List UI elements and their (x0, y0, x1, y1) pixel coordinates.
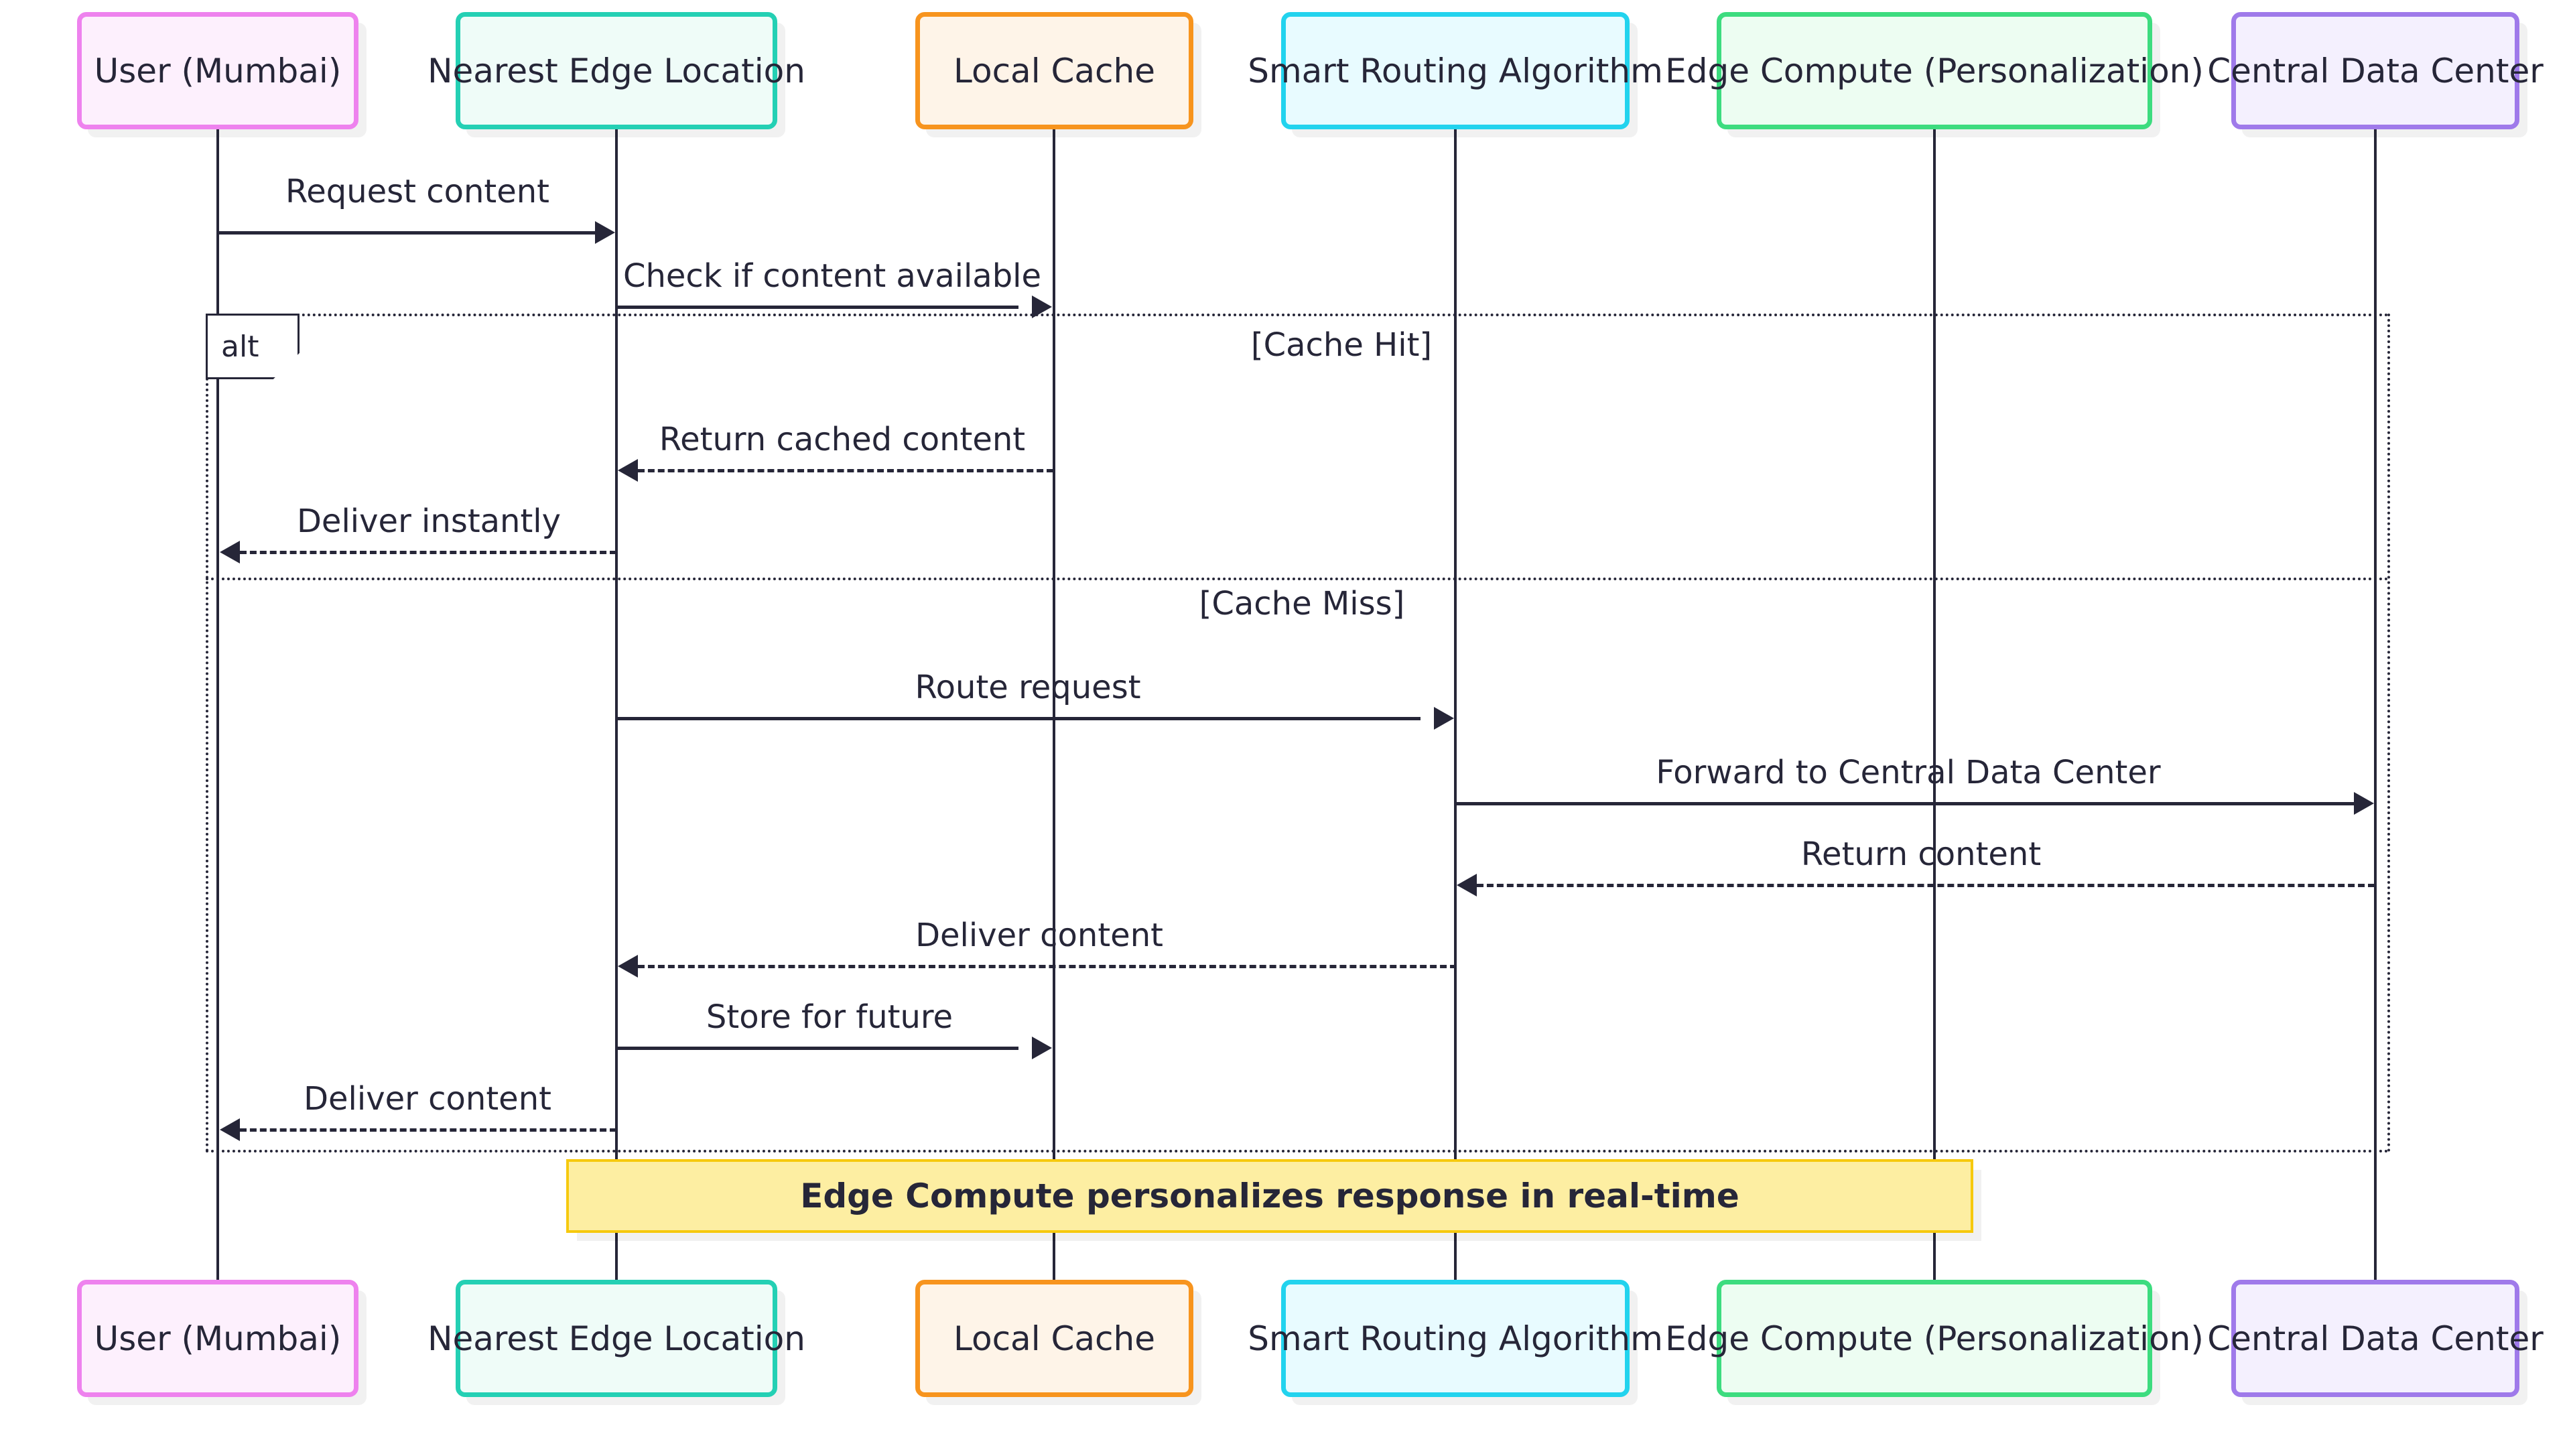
note-text: Edge Compute personalizes response in re… (800, 1177, 1739, 1215)
message-line-request-content (218, 231, 601, 235)
actor-label: Local Cache (953, 51, 1155, 90)
alt-condition-cache-hit: [Cache Hit] (1250, 326, 1433, 364)
actor-box-bottom-user[interactable]: User (Mumbai) (77, 1280, 358, 1397)
actor-box-top-datacenter[interactable]: Central Data Center (2207, 12, 2544, 129)
actor-box-bottom-edge[interactable]: Nearest Edge Location (427, 1280, 805, 1397)
actor-label: Nearest Edge Location (427, 1319, 805, 1358)
message-arrow-store-for-future (1032, 1037, 1052, 1059)
actor-box-bottom-compute[interactable]: Edge Compute (Personalization) (1665, 1280, 2204, 1397)
message-arrow-deliver-instantly (220, 541, 240, 564)
lifeline-edge (615, 129, 618, 1280)
actor-label: Central Data Center (2207, 51, 2544, 90)
actor-box-top-router[interactable]: Smart Routing Algorithm (1248, 12, 1663, 129)
actor-label: Smart Routing Algorithm (1248, 1319, 1663, 1358)
message-line-deliver-instantly (240, 551, 616, 554)
lifeline-cache (1053, 129, 1055, 1280)
message-label-store-for-future: Store for future (706, 998, 953, 1036)
message-arrow-forward-to-datacenter (2354, 792, 2374, 815)
alt-fragment-tag: alt (206, 314, 300, 379)
message-arrow-return-content (1457, 874, 1477, 897)
message-arrow-request-content (595, 221, 615, 244)
actor-label: User (Mumbai) (94, 1319, 342, 1358)
actor-label: User (Mumbai) (94, 51, 342, 90)
message-line-deliver-content-router (638, 965, 1457, 968)
message-label-route-request: Route request (915, 669, 1141, 706)
message-label-deliver-instantly: Deliver instantly (296, 503, 562, 540)
actor-label: Edge Compute (Personalization) (1665, 1319, 2204, 1358)
message-line-return-cached-content (638, 469, 1053, 472)
message-arrow-route-request (1434, 707, 1454, 730)
actor-label: Nearest Edge Location (427, 51, 805, 90)
message-label-deliver-content-edge: Deliver content (304, 1080, 551, 1118)
alt-condition-cache-miss: [Cache Miss] (1199, 585, 1405, 622)
actor-box-bottom-datacenter[interactable]: Central Data Center (2207, 1280, 2544, 1397)
actor-box-bottom-router[interactable]: Smart Routing Algorithm (1248, 1280, 1663, 1397)
note-edge-compute-personalization: Edge Compute personalizes response in re… (566, 1159, 1973, 1233)
message-line-store-for-future (616, 1047, 1018, 1050)
actor-label: Central Data Center (2207, 1319, 2544, 1358)
alt-else-divider (206, 578, 2390, 580)
actor-box-top-edge[interactable]: Nearest Edge Location (427, 12, 805, 129)
lifeline-datacenter (2374, 129, 2377, 1280)
message-line-deliver-content-edge (240, 1128, 616, 1132)
lifeline-user (216, 129, 219, 1280)
alt-fragment-tag-label: alt (221, 329, 259, 364)
message-label-return-content: Return content (1800, 836, 2042, 873)
alt-fragment-box (206, 314, 2390, 1152)
message-line-check-content (616, 306, 1018, 309)
message-line-route-request (616, 717, 1421, 720)
message-arrow-deliver-content-router (618, 955, 638, 978)
lifeline-compute (1933, 129, 1936, 1280)
message-label-return-cached-content: Return cached content (659, 421, 1026, 458)
message-line-return-content (1477, 884, 2375, 887)
actor-box-top-user[interactable]: User (Mumbai) (77, 12, 358, 129)
actor-label: Edge Compute (Personalization) (1665, 51, 2204, 90)
actor-label: Local Cache (953, 1319, 1155, 1358)
actor-box-top-cache[interactable]: Local Cache (915, 12, 1193, 129)
message-label-request-content: Request content (285, 173, 550, 210)
message-line-forward-to-datacenter (1455, 802, 2355, 805)
message-arrow-check-content (1032, 295, 1052, 318)
message-arrow-return-cached-content (618, 459, 638, 482)
message-arrow-deliver-content-edge (220, 1118, 240, 1141)
actor-box-bottom-cache[interactable]: Local Cache (915, 1280, 1193, 1397)
actor-label: Smart Routing Algorithm (1248, 51, 1663, 90)
message-label-check-content: Check if content available (622, 257, 1042, 295)
message-label-deliver-content-router: Deliver content (915, 917, 1163, 954)
message-label-forward-to-datacenter: Forward to Central Data Center (1656, 754, 2161, 791)
lifeline-router (1454, 129, 1457, 1280)
actor-box-top-compute[interactable]: Edge Compute (Personalization) (1665, 12, 2204, 129)
